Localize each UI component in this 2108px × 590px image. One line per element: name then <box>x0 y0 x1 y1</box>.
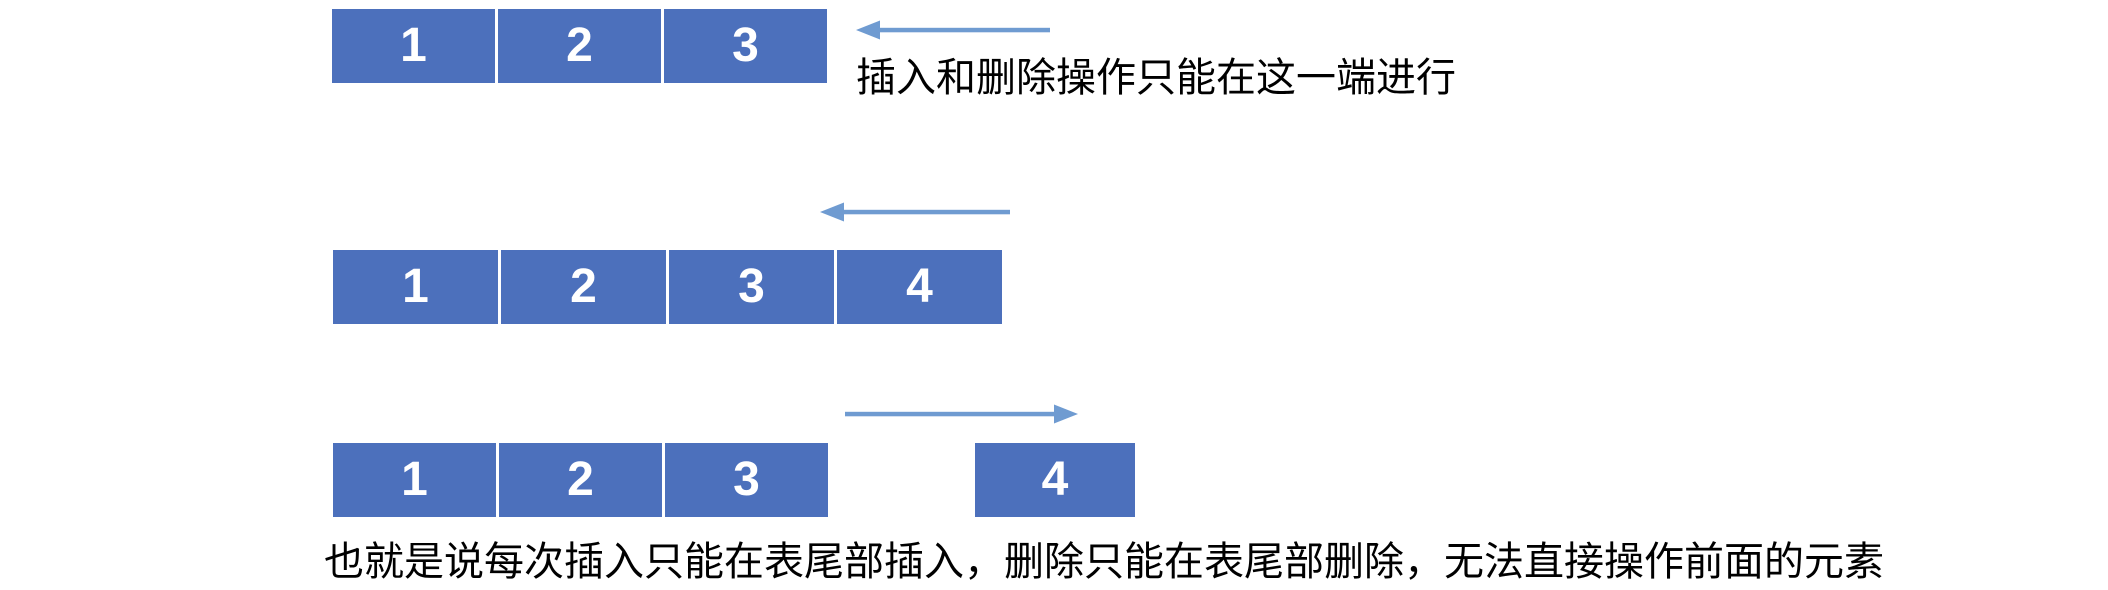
caption-top: 插入和删除操作只能在这一端进行 <box>856 56 1456 100</box>
stack-cell-value: 4 <box>1041 453 1069 506</box>
detached-stack-cell: 4 <box>975 443 1135 517</box>
stack-cell-value: 2 <box>566 19 593 72</box>
stack-cell-value: 4 <box>906 260 933 313</box>
arrow-right-icon <box>845 402 1078 426</box>
stack-cell-value: 1 <box>402 260 429 313</box>
stack-cell: 3 <box>665 443 828 517</box>
stack-cell-value: 3 <box>732 19 759 72</box>
stack-cell: 1 <box>333 443 496 517</box>
stack-cell: 2 <box>501 250 666 324</box>
stack-row-1: 1 2 3 <box>332 9 827 83</box>
stack-cell: 2 <box>498 9 661 83</box>
stack-cell: 1 <box>332 9 495 83</box>
stack-cell-value: 1 <box>401 453 428 506</box>
stack-cell-value: 3 <box>738 260 765 313</box>
arrow-left-icon <box>856 18 1050 42</box>
caption-bottom: 也就是说每次插入只能在表尾部插入，删除只能在表尾部删除，无法直接操作前面的元素 <box>324 540 1884 584</box>
stack-cell: 2 <box>499 443 662 517</box>
stack-cell: 1 <box>333 250 498 324</box>
stack-cell-value: 3 <box>733 453 760 506</box>
stack-cell: 4 <box>837 250 1002 324</box>
stack-cell-value: 1 <box>400 19 427 72</box>
stack-cell-value: 2 <box>567 453 594 506</box>
stack-row-2: 1 2 3 4 <box>333 250 1002 324</box>
arrow-left-icon <box>820 200 1010 224</box>
stack-cell: 3 <box>669 250 834 324</box>
stack-cell: 3 <box>664 9 827 83</box>
stack-cell-value: 2 <box>570 260 597 313</box>
stack-row-3: 1 2 3 <box>333 443 828 517</box>
